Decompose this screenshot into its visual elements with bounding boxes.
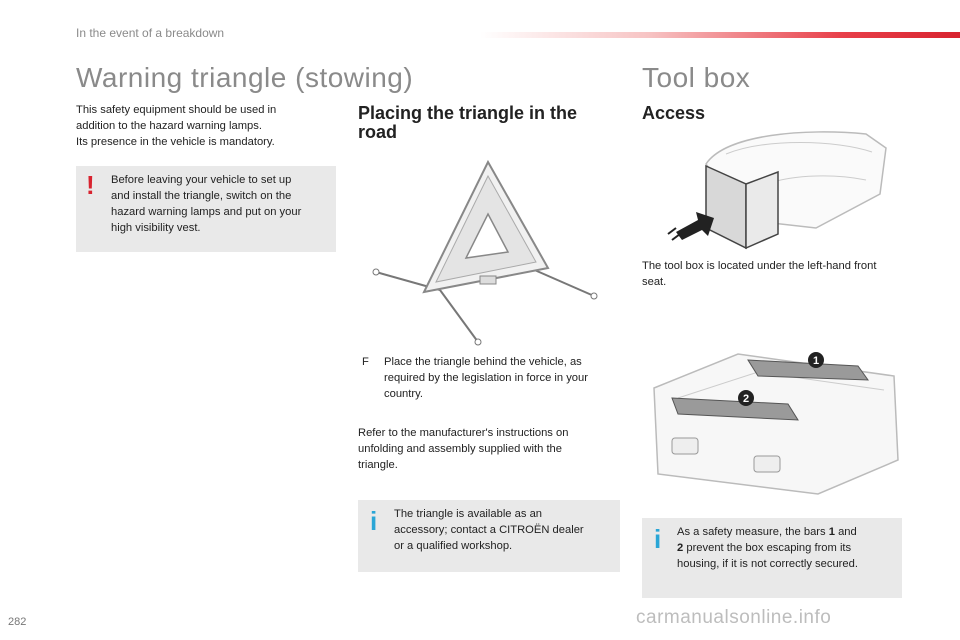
page-title-warning-triangle: Warning triangle (stowing): [76, 62, 414, 93]
info-box-safety-bars: i As a safety measure, the bars 1 and 2 …: [642, 518, 902, 598]
warning-text: Before leaving your vehicle to set up an…: [111, 174, 302, 234]
info-icon: i: [370, 506, 378, 536]
section-title-access: Access: [642, 103, 706, 123]
bar-label-1: 1: [813, 355, 819, 367]
header-accent-bar: [480, 32, 960, 38]
section-title-placing-triangle: Placing the triangle in the road: [358, 103, 578, 142]
info-text-accessory: The triangle is available as an accessor…: [394, 508, 584, 552]
bar-marker-1: [808, 352, 824, 368]
bar-marker-2: [738, 390, 754, 406]
info-text-safety-bars: As a safety measure, the bars 1 and 2 pr…: [677, 526, 858, 570]
info-box-accessory: i The triangle is available as an access…: [358, 500, 620, 572]
page-title-tool-box: Tool box: [642, 62, 751, 93]
warning-triangle-illustration: [372, 159, 598, 346]
bar-label-2: 2: [743, 393, 749, 405]
bullet-arrow-icon: F: [362, 356, 369, 368]
info-icon: i: [654, 524, 662, 554]
watermark: carmanualsonline.info: [636, 607, 832, 628]
intro-paragraph: This safety equipment should be used in …: [76, 104, 277, 148]
warning-icon: !: [86, 170, 95, 200]
seat-toolbox-illustration: [667, 131, 887, 250]
page-number: 282: [8, 616, 27, 628]
warning-box: ! Before leaving your vehicle to set up …: [76, 166, 336, 252]
refer-paragraph: Refer to the manufacturer's instructions…: [358, 427, 569, 471]
section-header: In the event of a breakdown: [76, 26, 225, 40]
toolbox-bars-illustration: 1 2: [653, 352, 899, 495]
toolbox-location-paragraph: The tool box is located under the left-h…: [642, 260, 877, 288]
